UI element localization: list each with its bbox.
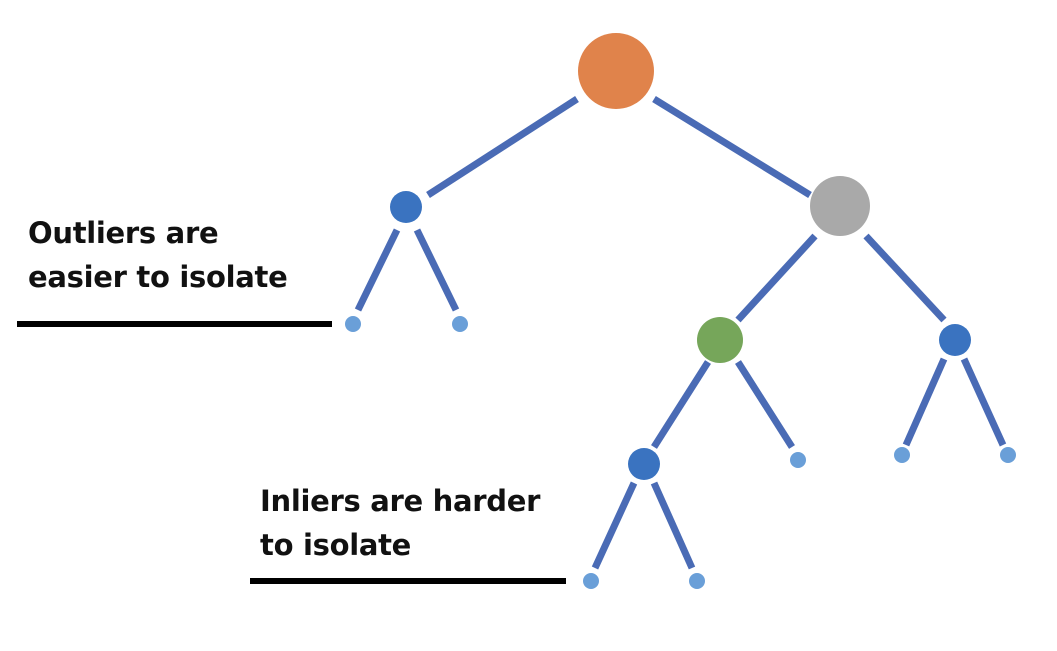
edge-root-left <box>426 96 579 198</box>
low-internal-node <box>628 448 660 480</box>
outliers-caption-line1: Outliers are <box>28 216 219 250</box>
leaf-node-inlier <box>583 573 599 589</box>
outliers-caption-line2: easier to isolate <box>28 260 288 294</box>
edge-left-leaf2 <box>413 228 460 312</box>
leaf-node <box>689 573 705 589</box>
edge-lowblue-leaf1 <box>591 481 638 570</box>
edge-gray-green <box>735 233 818 323</box>
tree-nodes <box>345 33 1016 589</box>
leaf-node <box>452 316 468 332</box>
edge-root-right <box>652 96 812 198</box>
right-internal-node <box>939 324 971 356</box>
edge-green-leaf <box>735 360 795 449</box>
inliers-caption-line2: to isolate <box>260 528 412 562</box>
leaf-node <box>894 447 910 463</box>
edge-rightblue-leaf1 <box>902 357 948 447</box>
edge-green-blue <box>651 360 711 449</box>
edge-lowblue-leaf2 <box>650 481 696 570</box>
left-internal-node <box>390 191 422 223</box>
outliers-caption: Outliers are easier to isolate <box>28 211 288 299</box>
inliers-caption: Inliers are harder to isolate <box>260 479 540 567</box>
edge-rightblue-leaf2 <box>960 357 1007 447</box>
leaf-node-outlier <box>345 316 361 332</box>
gray-node <box>810 176 870 236</box>
leaf-node <box>1000 447 1016 463</box>
edge-left-leaf1 <box>354 228 401 312</box>
edge-gray-blue <box>863 233 947 323</box>
green-node <box>697 317 743 363</box>
inliers-caption-line1: Inliers are harder <box>260 484 541 518</box>
leaf-node <box>790 452 806 468</box>
tree-edges <box>354 96 1007 570</box>
root-node <box>578 33 654 109</box>
